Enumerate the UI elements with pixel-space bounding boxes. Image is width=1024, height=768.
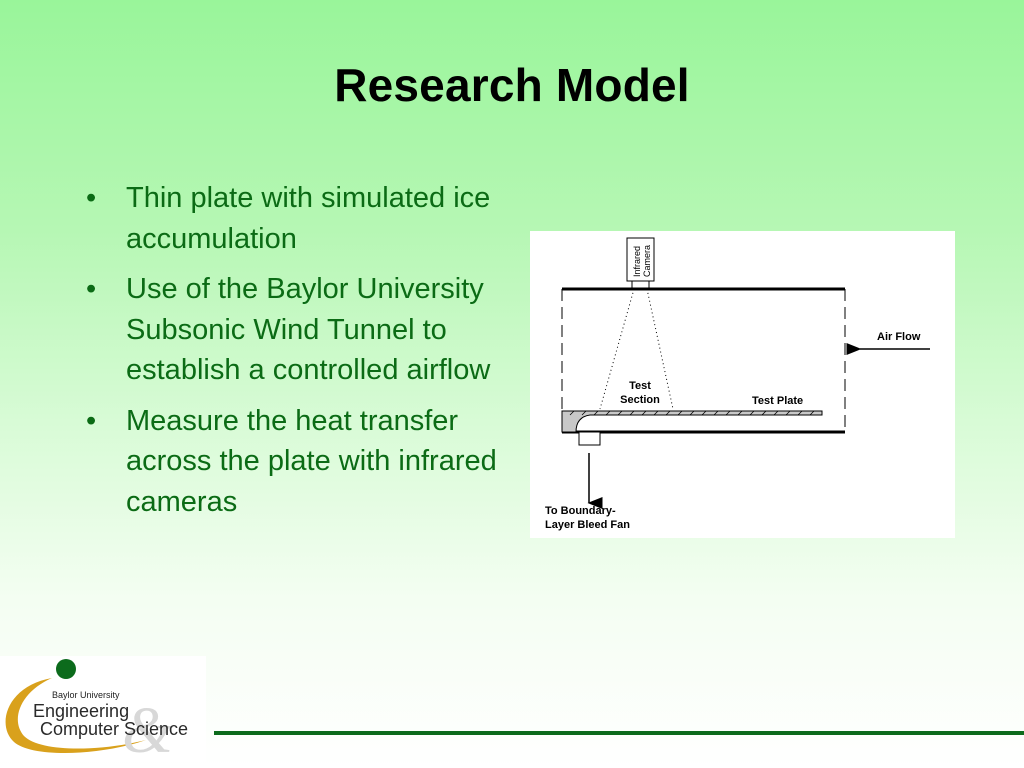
test-section-label-line1: Test: [629, 380, 651, 392]
camera-view-line: [646, 288, 674, 410]
bullet-text: Thin plate with simulated ice accumulati…: [126, 182, 491, 255]
plate-hatching: [569, 410, 815, 416]
camera-view-line: [599, 288, 635, 410]
logo-line2: Computer Science: [40, 719, 188, 739]
camera-label-line1: Infrared: [632, 246, 642, 277]
infrared-camera: [626, 237, 655, 282]
bullet-icon: •: [86, 182, 97, 214]
bullet-item: • Use of the Baylor University Subsonic …: [86, 269, 516, 391]
bullet-text: Measure the heat transfer across the pla…: [126, 404, 497, 518]
bleed-fan-label-line2: Layer Bleed Fan: [545, 519, 630, 531]
logo-line1: Engineering: [33, 701, 129, 721]
test-section-label-line2: Section: [620, 394, 660, 406]
bullet-list: • Thin plate with simulated ice accumula…: [86, 178, 516, 532]
bullet-item: • Thin plate with simulated ice accumula…: [86, 178, 516, 259]
wind-tunnel-svg: Infrared Camera Air: [545, 237, 930, 531]
air-flow-label: Air Flow: [877, 331, 921, 343]
logo-gold-swoosh: [5, 678, 147, 754]
bullet-icon: •: [86, 404, 97, 437]
bullet-text: Use of the Baylor University Subsonic Wi…: [126, 273, 491, 386]
camera-label-line2: Camera: [642, 245, 652, 277]
logo-ampersand: &: [122, 694, 174, 762]
wind-tunnel-diagram: Infrared Camera Air: [530, 231, 955, 538]
footer-rule: [214, 731, 1024, 735]
bullet-icon: •: [86, 273, 97, 305]
bullet-item: • Measure the heat transfer across the p…: [86, 401, 516, 523]
test-plate: [561, 410, 823, 433]
camera-lens: [631, 280, 650, 289]
baylor-logo: & Baylor University Engineering Computer…: [0, 656, 206, 767]
slide-title: Research Model: [334, 59, 690, 111]
test-plate-label: Test Plate: [752, 395, 803, 407]
bleed-fan-label-line1: To Boundary-: [545, 505, 616, 517]
logo-university-text: Baylor University: [52, 690, 120, 700]
bleed-duct: [578, 431, 601, 446]
logo-svg: & Baylor University Engineering Computer…: [5, 659, 188, 767]
logo-green-dot: [56, 659, 76, 679]
